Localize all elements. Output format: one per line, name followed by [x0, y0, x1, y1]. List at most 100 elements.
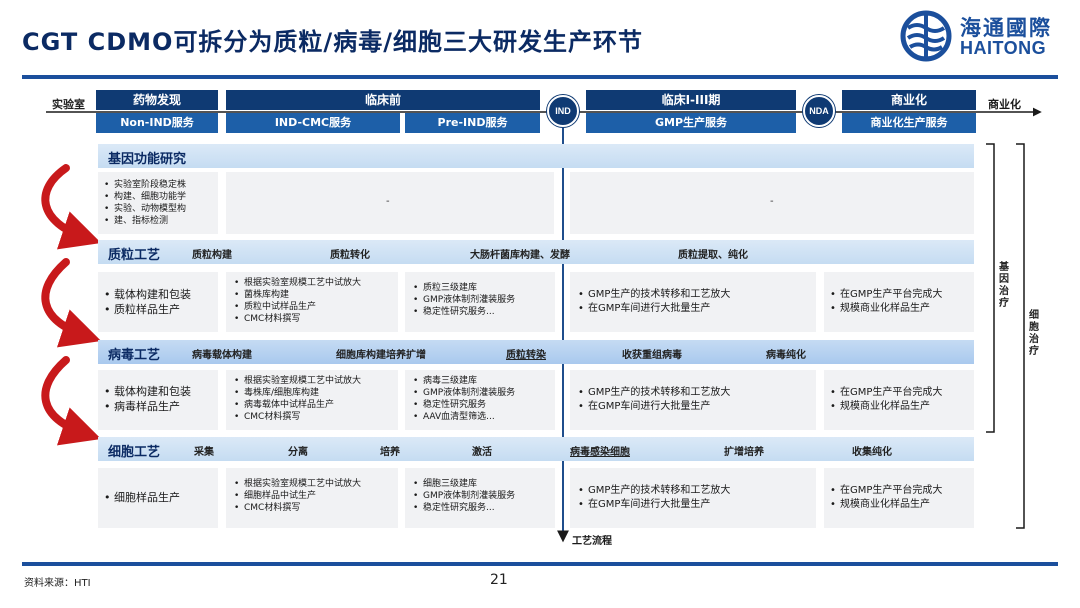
list-item: 稳定性研究服务... — [413, 306, 547, 318]
list-item: 毒株库/细胞库构建 — [234, 387, 390, 399]
source-note: 资料来源：HTI — [24, 578, 91, 589]
curve-arrow-virus — [41, 356, 102, 446]
cell-pre-ind-box: 细胞三级建库 GMP液体制剂灌装服务 稳定性研究服务... — [405, 468, 555, 528]
list-item: 根据实验室规模工艺中试放大 — [234, 375, 390, 387]
plasmid-band: 质粒工艺 质粒构建 质粒转化 大肠杆菌库构建、发酵 质粒提取、纯化 — [98, 240, 974, 264]
phase-commercial: 商业化 — [842, 90, 976, 110]
list-item-continued: 规模商业化样品生产 — [830, 400, 968, 414]
virus-stage-4: 收获重组病毒 — [622, 350, 682, 361]
list-item: 病毒载体中试样品生产 — [234, 399, 390, 411]
cell-ind-cmc-box: 根据实验室规模工艺中试放大 细胞样品中试生产 CMC材料撰写 — [226, 468, 398, 528]
logo-chinese-text: 海通國際 — [960, 16, 1052, 40]
plasmid-stage-3: 大肠杆菌库构建、发酵 — [470, 250, 570, 261]
list-item: 细胞三级建库 — [413, 478, 547, 490]
cell-discovery-box: 细胞样品生产 — [98, 468, 218, 528]
cell-band: 细胞工艺 采集 分离 培养 激活 病毒感染细胞 扩增培养 收集纯化 — [98, 437, 974, 461]
service-commercial: 商业化生产服务 — [842, 113, 976, 133]
list-item: CMC材料撰写 — [234, 502, 390, 514]
gene-therapy-bracket — [986, 143, 995, 433]
lab-label: 实验室 — [52, 98, 85, 111]
list-item: 稳定性研究服务... — [413, 502, 547, 514]
virus-band: 病毒工艺 病毒载体构建 细胞库构建培养扩增 质粒转染 收获重组病毒 病毒纯化 — [98, 340, 974, 364]
phase-clinical: 临床I-III期 — [586, 90, 796, 110]
cell-stage-6: 扩增培养 — [724, 447, 764, 458]
cell-stage-5: 病毒感染细胞 — [570, 447, 630, 458]
plasmid-clinical-box: GMP生产的技术转移和工艺放大 在GMP车间进行大批量生产 — [570, 272, 816, 332]
gene-clinical-box: - — [570, 172, 974, 234]
phase-drug-discovery: 药物发现 — [96, 90, 218, 110]
list-item-continued: 规模商业化样品生产 — [830, 498, 968, 512]
list-item: 根据实验室规模工艺中试放大 — [234, 478, 390, 490]
cell-therapy-label: 细胞治疗 — [1029, 310, 1039, 357]
list-item: 菌株库构建 — [234, 289, 390, 301]
page-number: 21 — [490, 572, 508, 588]
list-item: 在GMP生产平台完成大 — [830, 386, 968, 400]
list-item: 在GMP车间进行大批量生产 — [578, 302, 808, 316]
list-item: 细胞样品中试生产 — [234, 490, 390, 502]
list-item: 根据实验室规模工艺中试放大 — [234, 277, 390, 289]
virus-title: 病毒工艺 — [108, 348, 161, 363]
list-item: 质粒中试样品生产 — [234, 301, 390, 313]
list-item: 载体构建和包装 — [104, 384, 212, 399]
list-item: 实验室阶段稳定株 — [104, 179, 212, 191]
cell-stage-4: 激活 — [472, 447, 492, 458]
plasmid-commercial-box: 在GMP生产平台完成大 规模商业化样品生产 — [824, 272, 974, 332]
cell-stage-2: 分离 — [288, 447, 308, 458]
virus-ind-cmc-box: 根据实验室规模工艺中试放大 毒株库/细胞库构建 病毒载体中试样品生产 CMC材料… — [226, 370, 398, 430]
nda-milestone: NDA — [803, 95, 835, 127]
plasmid-stage-4: 质粒提取、纯化 — [678, 250, 748, 261]
cell-stage-7: 收集纯化 — [852, 447, 892, 458]
list-item: 病毒样品生产 — [104, 399, 212, 414]
list-item: 建、指标检测 — [104, 215, 212, 227]
list-item: 稳定性研究服务 — [413, 399, 547, 411]
gene-discovery-box: 实验室阶段稳定株 构建、细胞功能学 实验、动物模型构 建、指标检测 — [98, 172, 218, 234]
virus-commercial-box: 在GMP生产平台完成大 规模商业化样品生产 — [824, 370, 974, 430]
list-item: GMP液体制剂灌装服务 — [413, 294, 547, 306]
virus-pre-ind-box: 病毒三级建库 GMP液体制剂灌装服务 稳定性研究服务 AAV血清型筛选... — [405, 370, 555, 430]
list-item: 质粒样品生产 — [104, 302, 212, 317]
list-item: CMC材料撰写 — [234, 313, 390, 325]
curve-arrow-plasmid — [41, 258, 102, 348]
logo-english-text: HAITONG — [960, 38, 1047, 58]
plasmid-ind-cmc-box: 根据实验室规模工艺中试放大 菌株库构建 质粒中试样品生产 CMC材料撰写 — [226, 272, 398, 332]
list-item: 质粒三级建库 — [413, 282, 547, 294]
page-title: CGT CDMO可拆分为质粒/病毒/细胞三大研发生产环节 — [22, 28, 643, 56]
gene-research-band: 基因功能研究 — [98, 144, 974, 168]
list-item: 实验、动物模型构 — [104, 203, 212, 215]
list-item: 病毒三级建库 — [413, 375, 547, 387]
curve-arrow-gene — [41, 164, 102, 250]
virus-discovery-box: 载体构建和包装 病毒样品生产 — [98, 370, 218, 430]
virus-stage-5: 病毒纯化 — [766, 350, 806, 361]
cell-therapy-bracket — [1016, 143, 1025, 529]
plasmid-title: 质粒工艺 — [108, 248, 161, 263]
list-item: 在GMP车间进行大批量生产 — [578, 498, 808, 512]
list-item: 载体构建和包装 — [104, 287, 212, 302]
virus-clinical-box: GMP生产的技术转移和工艺放大 在GMP车间进行大批量生产 — [570, 370, 816, 430]
virus-stage-3: 质粒转染 — [506, 350, 546, 361]
virus-stage-2: 细胞库构建培养扩增 — [336, 350, 426, 361]
list-item: CMC材料撰写 — [234, 411, 390, 423]
plasmid-pre-ind-box: 质粒三级建库 GMP液体制剂灌装服务 稳定性研究服务... — [405, 272, 555, 332]
gene-preclinical-box: - — [226, 172, 554, 234]
phase-preclinical: 临床前 — [226, 90, 540, 110]
virus-stage-1: 病毒载体构建 — [192, 350, 252, 361]
service-gmp: GMP生产服务 — [586, 113, 796, 133]
gene-therapy-label: 基因治疗 — [999, 262, 1009, 309]
plasmid-stage-2: 质粒转化 — [330, 250, 370, 261]
header-divider — [22, 75, 1058, 79]
list-item: GMP生产的技术转移和工艺放大 — [578, 288, 808, 302]
cell-stage-1: 采集 — [194, 447, 214, 458]
cell-stage-3: 培养 — [380, 447, 400, 458]
process-flow-label: 工艺流程 — [572, 536, 612, 547]
gene-research-title: 基因功能研究 — [108, 152, 187, 167]
list-item: 在GMP生产平台完成大 — [830, 484, 968, 498]
list-item-continued: 规模商业化样品生产 — [830, 302, 968, 316]
ind-milestone: IND — [547, 95, 579, 127]
plasmid-discovery-box: 载体构建和包装 质粒样品生产 — [98, 272, 218, 332]
list-item: 构建、细胞功能学 — [104, 191, 212, 203]
cell-commercial-box: 在GMP生产平台完成大 规模商业化样品生产 — [824, 468, 974, 528]
service-pre-ind: Pre-IND服务 — [405, 113, 540, 133]
list-item: GMP液体制剂灌装服务 — [413, 490, 547, 502]
list-item: 在GMP车间进行大批量生产 — [578, 400, 808, 414]
service-ind-cmc: IND-CMC服务 — [226, 113, 400, 133]
